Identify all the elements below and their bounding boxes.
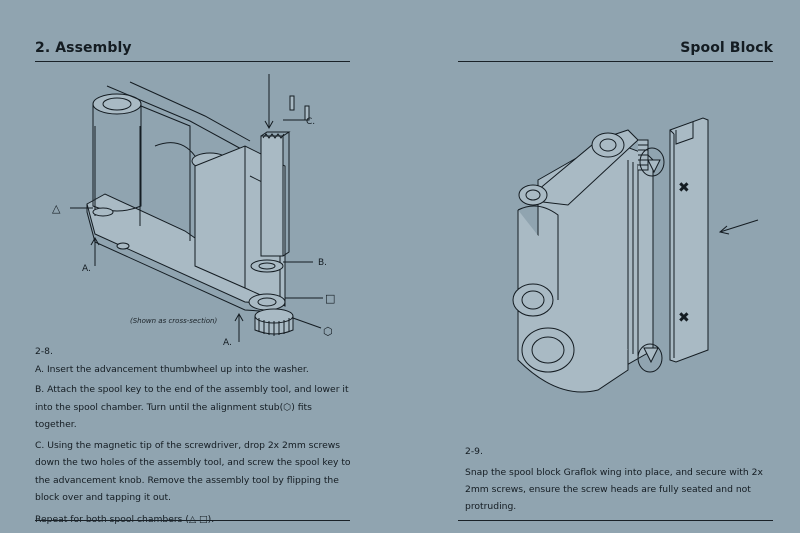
callout-a-bottom: A.	[223, 338, 232, 346]
header-rule	[458, 61, 773, 62]
step-c: C. Using the magnetic tip of the screwdr…	[35, 439, 351, 504]
triangle-icon: △	[52, 202, 61, 215]
square-icon: □	[325, 292, 335, 305]
step-text: Snap the spool block Graflok wing into p…	[465, 467, 763, 512]
figure-caption: (Shown as cross-section)	[130, 317, 218, 325]
step-a: A. Insert the advancement thumbwheel up …	[35, 363, 309, 375]
assembly-illustration: C. A. B. A. △ □ ⬡	[52, 74, 335, 346]
footer-rule	[35, 520, 350, 521]
assembly-steps: 2-8. A. Insert the advancement thumbwhee…	[35, 343, 355, 528]
page-title: Spool Block	[680, 40, 773, 56]
x-mark-bottom: ✖	[678, 310, 690, 326]
repeat-note: Repeat for both spool chambers (△ □).	[35, 513, 215, 525]
step-b: B. Attach the spool key to the end of th…	[35, 384, 349, 430]
callout-b: B.	[318, 258, 327, 268]
callout-c: C.	[306, 117, 315, 127]
hexagon-icon: ⬡	[323, 325, 333, 338]
page-title: 2. Assembly	[35, 40, 132, 56]
spool-block-illustration: ✖ ✖	[512, 117, 759, 393]
spool-block-steps: 2-9. Snap the spool block Graflok wing i…	[465, 443, 775, 515]
footer-rule	[458, 520, 773, 521]
left-page: 2. Assembly	[35, 0, 351, 533]
header-rule	[35, 61, 350, 62]
x-mark-top: ✖	[678, 180, 690, 196]
callout-a-top: A.	[82, 264, 91, 274]
right-page: Spool Block	[458, 0, 773, 533]
step-number: 2-9.	[465, 446, 483, 457]
step-number: 2-8.	[35, 346, 53, 357]
